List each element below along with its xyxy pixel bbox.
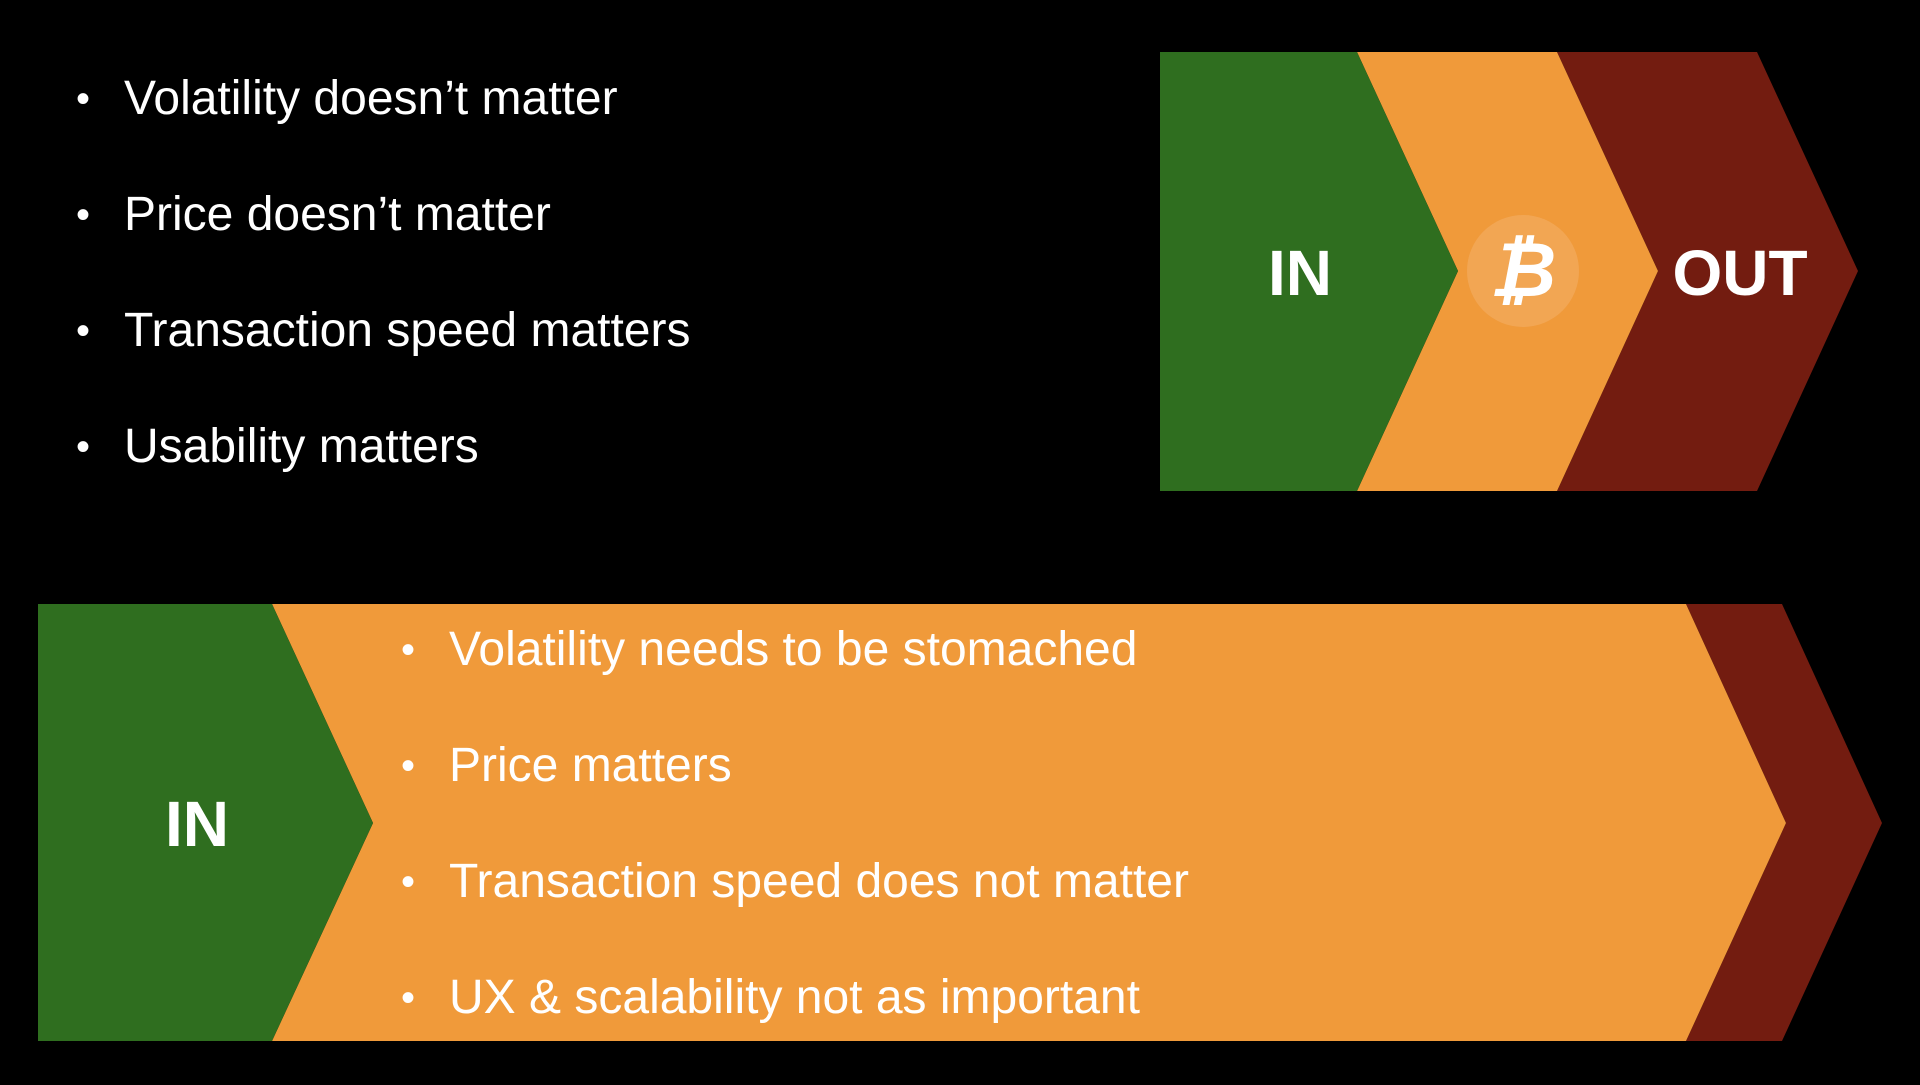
top-bullet-item: Usability matters (76, 418, 690, 476)
top-bullet-item: Volatility doesn’t matter (76, 70, 690, 128)
bottom-in-chevron (38, 604, 373, 1041)
bottom-bullet-item: Price matters (401, 737, 1189, 795)
bottom-bullet-item: Volatility needs to be stomached (401, 621, 1189, 679)
svg-text:₿: ₿ (1490, 225, 1557, 314)
top-bullet-item: Transaction speed matters (76, 302, 691, 360)
top-out-chevron (1557, 52, 1858, 491)
bottom-in-label: IN (165, 788, 229, 860)
bottom-out-chevron (1686, 604, 1882, 1041)
top-bullet-list: Volatility doesn’t matter Price doesn’t … (76, 70, 691, 534)
top-bullet-item: Price doesn’t matter (76, 186, 690, 244)
bottom-bullet-list: Volatility needs to be stomached Price m… (401, 621, 1189, 1085)
bitcoin-icon: ₿ (1467, 215, 1579, 327)
bottom-flow: IN (38, 604, 1882, 1041)
top-in-chevron (1160, 52, 1458, 491)
bottom-bullet-item: Transaction speed does not matter (401, 853, 1189, 911)
top-out-label: OUT (1672, 237, 1807, 309)
top-flow: IN OUT ₿ (1160, 52, 1858, 491)
bottom-bullet-item: UX & scalability not as important (401, 969, 1189, 1027)
bottom-middle-chevron (272, 604, 1786, 1041)
top-in-label: IN (1268, 237, 1332, 309)
